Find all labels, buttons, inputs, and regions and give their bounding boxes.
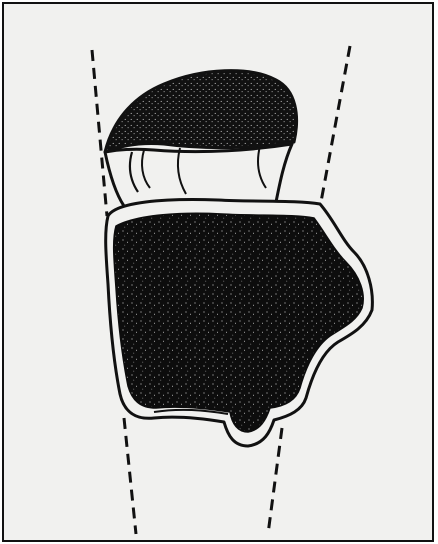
main-body-fill [114, 213, 364, 432]
bone-diagram [4, 4, 432, 540]
figure-frame [2, 2, 434, 542]
upper-cap [105, 71, 297, 152]
guide-line-lower-left [124, 418, 136, 534]
guide-line-lower-right [268, 428, 282, 534]
guide-line-upper-right [318, 46, 350, 218]
neck-outline [105, 144, 292, 206]
guide-line-upper-left [92, 50, 107, 216]
